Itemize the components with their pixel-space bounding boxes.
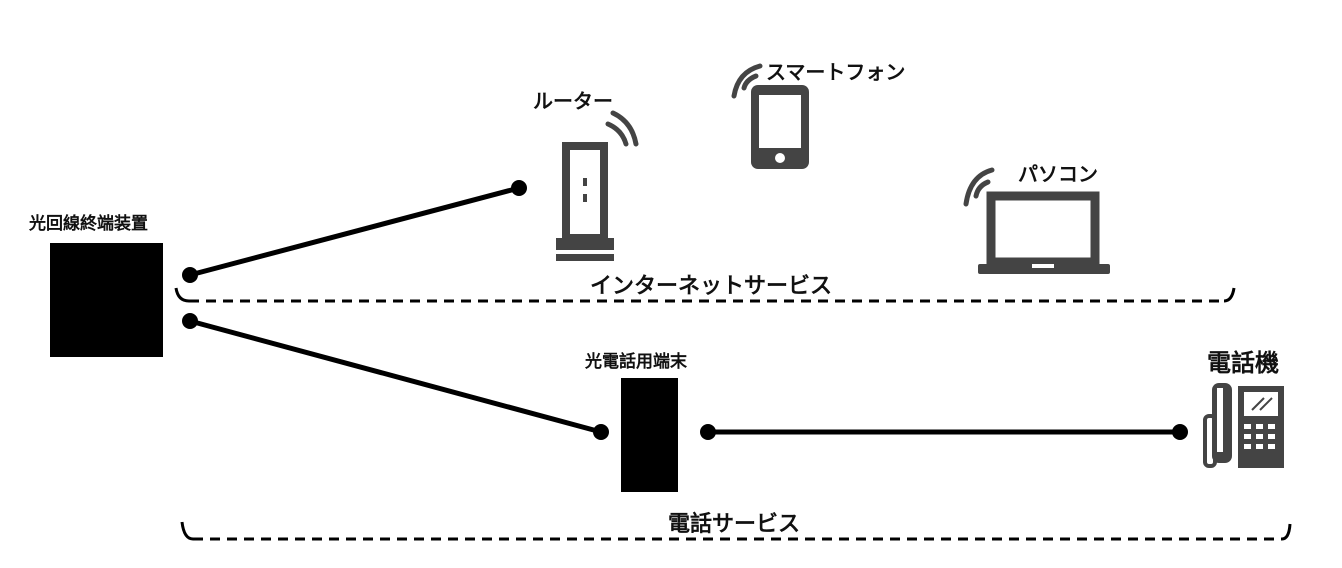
- connector-ont-router: [189, 185, 520, 278]
- phone-service-bracket: [180, 521, 1292, 541]
- smartphone-icon: [751, 85, 809, 169]
- router-icon: [556, 142, 614, 261]
- connector-dot: [700, 424, 716, 440]
- connector-dot: [182, 313, 198, 329]
- internet-service-label: インターネットサービス: [590, 274, 833, 299]
- wifi-icon: [605, 110, 639, 147]
- telephone-label: 電話機: [1207, 349, 1279, 377]
- ont-label: 光回線終端装置: [29, 214, 148, 234]
- phone-terminal-label: 光電話用端末: [585, 352, 687, 372]
- internet-service-bracket: [174, 287, 1236, 303]
- phone-terminal-box: [621, 378, 678, 492]
- ont-box: [50, 243, 163, 357]
- connector-dot: [1172, 424, 1188, 440]
- pc-label: パソコン: [1018, 162, 1098, 186]
- router-label: ルーター: [533, 89, 613, 113]
- connector-dot: [511, 180, 527, 196]
- phone-service-label: 電話サービス: [668, 512, 801, 537]
- connector-dot: [593, 424, 609, 440]
- laptop-icon: [978, 191, 1110, 274]
- wifi-icon: [963, 167, 995, 207]
- telephone-icon: [1203, 383, 1284, 468]
- connector-ont-phone-terminal: [189, 318, 602, 435]
- smartphone-label: スマートフォン: [766, 60, 906, 84]
- connector-dot: [182, 267, 198, 283]
- wifi-icon: [731, 63, 763, 99]
